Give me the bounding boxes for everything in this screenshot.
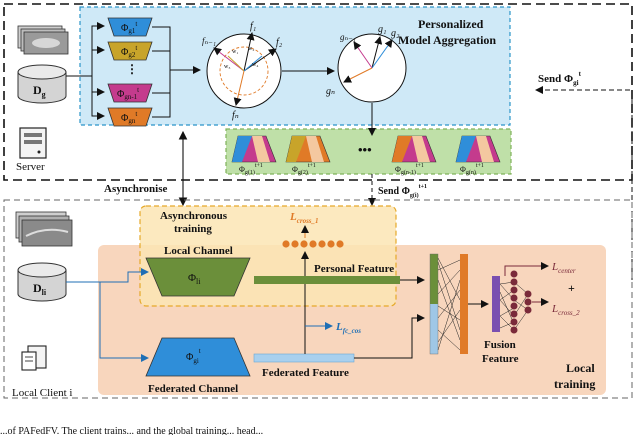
server-model-g1: Φg1t	[107, 17, 153, 37]
client-input-arrows	[66, 268, 149, 362]
loss-cross2: Lcross_2	[551, 303, 580, 317]
svg-text:Φgnt: Φgnt	[121, 110, 137, 125]
svg-text:Φg(1)t+1: Φg(1)t+1	[239, 163, 263, 176]
server-model-gn-1: Φgn-1t	[107, 83, 153, 103]
svg-text:f₁: f₁	[250, 21, 256, 32]
server-label: Server	[16, 161, 45, 173]
client-label: Local Client i	[12, 387, 72, 399]
svg-text:fₙ: fₙ	[232, 110, 239, 121]
federated-channel-label: Federated Channel	[148, 383, 238, 395]
svg-text:gₙ: gₙ	[326, 86, 335, 97]
personalized-dots: •••	[358, 142, 372, 157]
server-model-gn: Φgnt	[107, 107, 153, 127]
aggregation-title-2: Model Aggregation	[398, 33, 496, 47]
feature-vector-circle: f₁ f₂ fₙ₋₁ fₙ w₁ w₂ w₃ w₄	[202, 21, 283, 121]
server-dataset-label: Dg	[33, 83, 46, 99]
aggregation-title-1: Personalized	[418, 17, 484, 31]
federated-feature-arrow	[354, 314, 425, 359]
svg-text:Φg2t: Φg2t	[121, 44, 137, 59]
svg-text:w₄: w₄	[252, 62, 258, 68]
personal-feature-bar	[254, 276, 400, 284]
personalized-model-n-1: Φg(n-1)t+1	[391, 135, 437, 176]
federated-feature-bar	[253, 353, 355, 363]
personalized-model-1: Φg(1)t+1	[231, 135, 277, 176]
server-computer-icon	[19, 127, 47, 159]
client-region	[3, 199, 633, 399]
local-channel-encoder	[145, 257, 251, 297]
svg-text:w₁: w₁	[232, 49, 238, 55]
svg-text:Φgn-1t: Φgn-1t	[117, 86, 139, 101]
cross1-output-nodes	[282, 240, 344, 248]
concat-feature-bar	[429, 253, 439, 355]
fusion-feature-bar	[492, 276, 500, 332]
svg-text:g₁: g₁	[378, 24, 386, 35]
aggregated-vector-circle: g₁ g₂ gₙ₋₁ gₙ	[326, 24, 407, 103]
fc-network-lines	[437, 257, 461, 351]
personalized-model-n: Φg(n)t+1	[455, 135, 501, 176]
client-image-stack	[15, 211, 73, 247]
federated-channel-encoder	[145, 337, 251, 377]
center-loss-arrow	[504, 262, 549, 276]
send-down-label: Send Φg(i)t+1	[378, 184, 427, 199]
caption-fragment: ...of PAFedFV. The client trains... and …	[0, 426, 263, 435]
async-title-1: Asynchronous	[160, 210, 228, 222]
local-training-label-1: Local	[566, 361, 595, 375]
fusion-network	[499, 270, 532, 334]
loss-cross1: Lcross_1	[289, 211, 319, 225]
client-dataset-label: Dli	[33, 281, 47, 297]
svg-text:fₙ₋₁: fₙ₋₁	[202, 36, 216, 46]
svg-text:f₂: f₂	[276, 37, 283, 48]
svg-text:gₙ₋₁: gₙ₋₁	[340, 32, 356, 42]
federated-phi: Φgit	[186, 347, 201, 365]
personal-feature-label: Personal Feature	[314, 263, 394, 275]
models-to-aggregation-arrows	[152, 26, 201, 118]
asynchronise-label: Asynchronise	[104, 183, 167, 195]
async-title-2: training	[174, 223, 212, 235]
fusion-label-2: Feature	[482, 353, 519, 365]
federated-feature-label: Federated Feature	[262, 367, 349, 379]
server-image-stack	[17, 25, 69, 55]
loss-fc-cos: Lfc_cos	[335, 321, 361, 335]
send-up-label: Send Φgit	[538, 70, 582, 87]
svg-text:Φg(n-1)t+1: Φg(n-1)t+1	[395, 163, 424, 176]
svg-text:w₂: w₂	[248, 46, 254, 52]
aggregation-panel	[79, 6, 511, 126]
hidden-layer-bar	[460, 254, 468, 354]
svg-text:Φg(2)t+1: Φg(2)t+1	[292, 163, 316, 176]
server-database-icon	[17, 64, 67, 104]
fusion-label-1: Fusion	[484, 339, 516, 351]
server-fanout-arrows	[66, 22, 105, 120]
loss-center: Lcenter	[551, 261, 576, 275]
server-models-ellipsis: ⋮	[126, 62, 138, 76]
svg-text:Φg(n)t+1: Φg(n)t+1	[460, 163, 484, 176]
local-phi: Φli	[188, 272, 201, 286]
client-computer-icon	[21, 345, 47, 371]
svg-text:w₃: w₃	[224, 64, 230, 70]
server-model-g2: Φg2t	[107, 41, 153, 61]
loss-plus: +	[568, 281, 575, 295]
local-channel-label: Local Channel	[164, 245, 233, 257]
personalized-model-2: Φg(2)t+1	[285, 135, 331, 176]
client-database-icon	[17, 262, 67, 302]
local-training-label-2: training	[554, 377, 595, 391]
svg-text:g₂: g₂	[391, 28, 400, 39]
svg-text:Φg1t: Φg1t	[121, 20, 137, 35]
